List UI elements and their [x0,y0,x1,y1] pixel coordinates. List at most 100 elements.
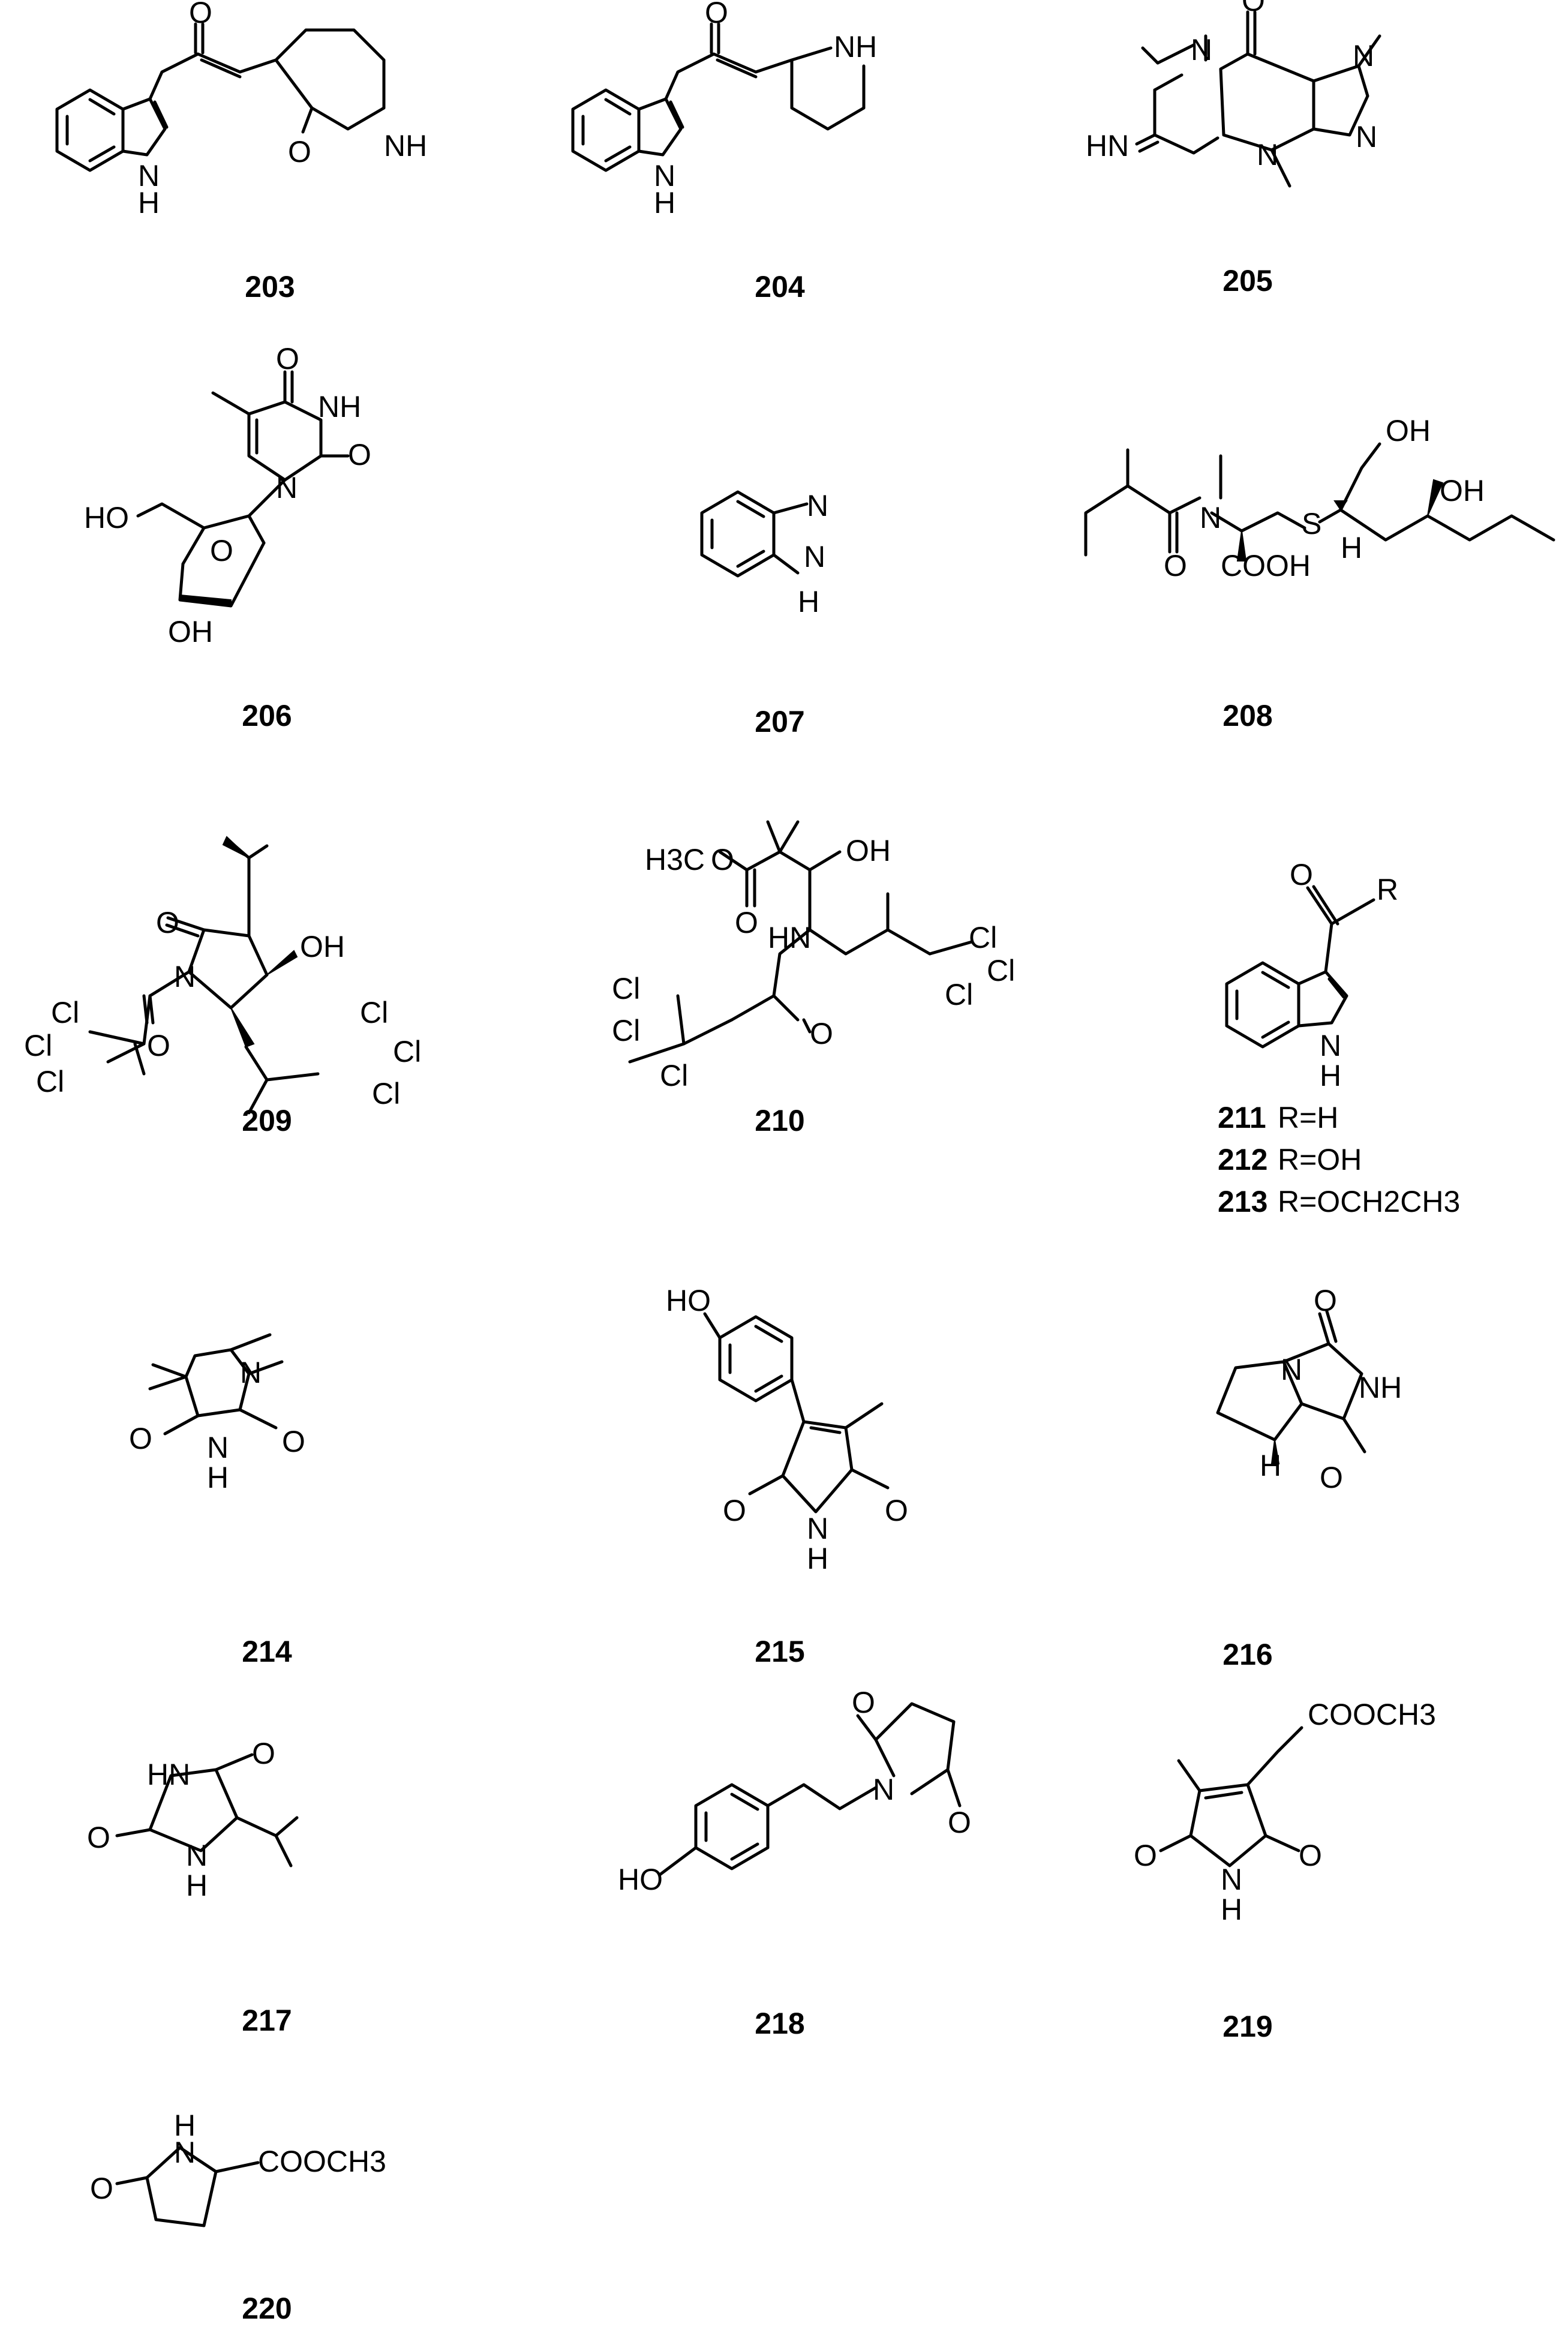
substituent-label: R=OH [1278,1143,1362,1176]
atom-label: Cl [360,996,388,1029]
compound-205: O N HN N N N 205 [1086,0,1381,298]
atom-label: H [174,2109,196,2142]
atom-label: COOCH3 [258,2145,386,2178]
atom-label: N [1200,501,1221,535]
atom-label: O [87,1821,110,1854]
atom-label: H [807,1542,828,1575]
compound-207: N N H 207 [700,489,828,738]
compound-211-213: O R N H 211 R=H 212 R=OH 213 R=OCH2CH3 [1218,858,1460,1218]
atom-label: O [1134,1839,1157,1872]
atom-label: HO [666,1284,711,1317]
atom-label: Cl [51,996,79,1029]
compound-number: 219 [1222,2010,1272,2043]
atom-label: COOH [1221,549,1311,582]
atom-label: N [807,489,828,523]
compound-204: O NH N H 204 [571,0,877,304]
atom-label: H [1320,1059,1341,1092]
atom-label: O [1164,549,1187,582]
atom-label: Cl [969,921,997,954]
atom-label: NH [384,129,427,163]
atom-label: H [1260,1449,1281,1482]
atom-label: HN [768,921,811,954]
compound-218: HO N O O 218 [618,1686,971,2040]
atom-label: Cl [36,1065,64,1098]
atom-label: O [948,1806,971,1839]
atom-label: OH [1440,474,1485,508]
atom-label: O [1320,1461,1343,1494]
atom-label: O [1299,1839,1322,1872]
compound-number: 205 [1222,264,1272,298]
atom-label: O [252,1737,275,1770]
atom-label: H [1341,531,1362,565]
atom-label: O [1290,858,1313,891]
compound-number: 207 [755,705,804,738]
compound-219: COOCH3 O O N H 219 [1134,1698,1436,2043]
atom-label: NH [1359,1371,1402,1404]
compound-number: 214 [242,1635,292,1668]
compound-number: 215 [755,1635,804,1668]
compound-number: 213 [1218,1185,1267,1218]
atom-label: OH [300,930,345,963]
atom-label: N [186,1839,208,1872]
atom-label: N [174,2136,196,2169]
atom-label: N [1221,1863,1242,1896]
atom-label: N [1257,138,1278,172]
atom-label: O [147,1029,170,1062]
atom-label: N [807,1512,828,1545]
atom-label: Cl [393,1035,421,1068]
compound-number: 217 [242,2004,292,2037]
compound-215: HO O O N H 215 [666,1284,908,1668]
compound-number: 220 [242,2292,292,2325]
atom-label: O [288,135,311,169]
compound-number: 208 [1222,699,1272,732]
compound-220: H N O COOCH3 220 [90,2109,386,2325]
atom-label: NH [318,390,361,424]
compound-210: H3C O OH O HN O Cl Cl Cl Cl Cl Cl 210 [612,820,1015,1137]
atom-label: HN [1086,129,1129,163]
atom-label: N [804,540,825,574]
atom-label: OH [168,615,213,648]
atom-label: O [348,438,371,472]
compound-number: 218 [755,2007,804,2040]
atom-label: HO [84,501,129,535]
compound-209: O OH N O Cl Cl Cl Cl Cl Cl 209 [24,836,421,1137]
atom-label: R [1377,873,1398,906]
atom-label: O [276,342,299,376]
compound-217: HN O O N H 217 [87,1737,299,2037]
atom-label: O [723,1494,746,1527]
atom-label: Cl [945,978,973,1011]
atom-label: N [1353,39,1374,73]
compound-216: N NH O O H 216 [1216,1284,1402,1671]
atom-label: O [189,0,212,29]
atom-label: H3C [645,843,705,876]
compound-number: 210 [755,1104,804,1137]
atom-label: O [156,906,179,939]
substituent-label: R=OCH2CH3 [1278,1185,1460,1218]
atom-label: O [810,1017,833,1050]
atom-label: O [282,1425,305,1458]
compound-203: O O NH N H 203 [55,0,427,304]
atom-label: H [1221,1893,1242,1926]
atom-label: Cl [372,1077,400,1110]
atom-label: S [1302,507,1321,541]
atom-label: OH [846,834,891,867]
compound-number: 212 [1218,1143,1267,1176]
atom-label: N [1356,120,1377,154]
compound-208: O N COOH S H OH OH 208 [1084,414,1555,732]
compound-214: N O O N H 214 [129,1333,305,1668]
atom-label: O [129,1422,152,1455]
atom-label: O [735,906,758,939]
atom-label: Cl [987,954,1015,987]
atom-label: COOCH3 [1308,1698,1436,1731]
atom-label: O [90,2172,113,2205]
atom-label: O [1314,1284,1337,1317]
atom-label: H [138,186,160,220]
atom-label: N [138,159,160,193]
atom-label: O [885,1494,908,1527]
atom-label: O [711,843,734,876]
atom-label: N [276,471,298,505]
atom-label: N [873,1773,894,1806]
atom-label: O [210,534,233,568]
atom-label: N [654,159,675,193]
